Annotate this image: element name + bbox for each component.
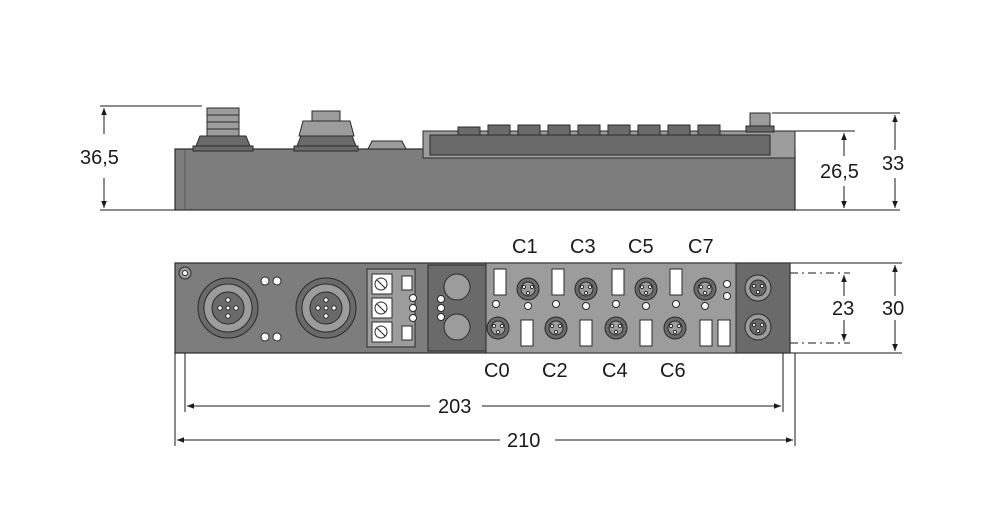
dim-210: 210 xyxy=(507,430,540,452)
dim-33: 33 xyxy=(882,153,904,175)
dim-23: 23 xyxy=(832,298,854,320)
io-ports-bottom-row xyxy=(486,316,731,347)
m12-connector-front-1 xyxy=(197,277,259,339)
io-ports-top-row xyxy=(492,268,717,310)
channel-label-c0: C0 xyxy=(484,360,510,382)
dim-36-5: 36,5 xyxy=(80,147,119,169)
module-body-side xyxy=(174,148,796,211)
center-bump xyxy=(367,140,407,150)
dim-26-5: 26,5 xyxy=(820,161,859,183)
m12-connector-front-2 xyxy=(295,277,357,339)
channel-label-c5: C5 xyxy=(628,236,654,258)
side-view: 36,5 26,5 33 xyxy=(80,105,904,211)
front-view: C1 C3 C5 C7 C0 C2 C4 C6 23 30 203 210 xyxy=(174,236,904,452)
m12-connector-side-left xyxy=(192,107,254,152)
plug-left xyxy=(443,273,471,301)
dim-30: 30 xyxy=(882,298,904,320)
channel-label-c3: C3 xyxy=(570,236,596,258)
small-connector-front-bottom xyxy=(744,313,772,341)
plug-right xyxy=(443,313,471,341)
m12-connector-side-right xyxy=(293,110,359,152)
channel-label-c6: C6 xyxy=(660,360,686,382)
channel-label-c4: C4 xyxy=(602,360,628,382)
channel-label-c7: C7 xyxy=(688,236,714,258)
channel-label-c2: C2 xyxy=(542,360,568,382)
io-connector-nubs xyxy=(457,124,721,136)
small-connector-front-top xyxy=(744,274,772,302)
dim-203: 203 xyxy=(438,396,471,418)
channel-label-c1: C1 xyxy=(512,236,538,258)
small-connector-side xyxy=(745,112,775,133)
power-leds xyxy=(260,276,282,342)
address-switch-block xyxy=(366,268,417,348)
